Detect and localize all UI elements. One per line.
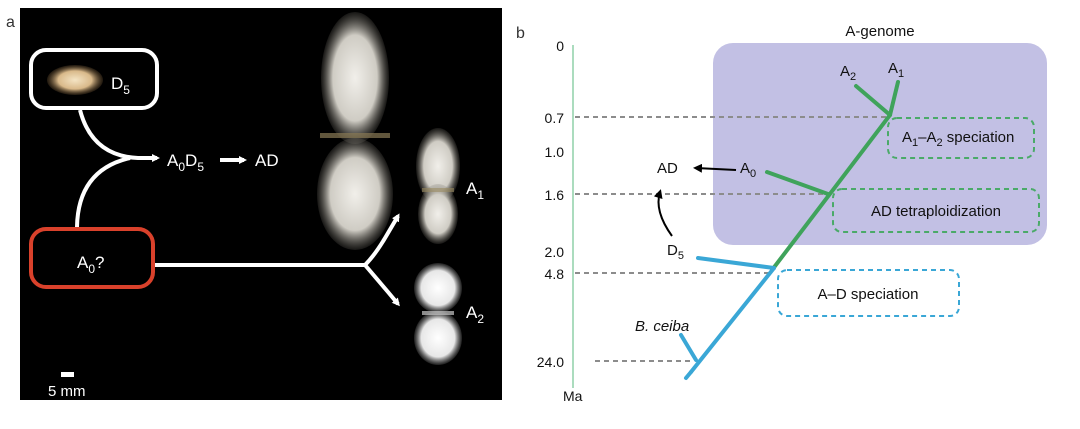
panel-letter-a: a (6, 14, 15, 31)
svg-text:AD tetraploidization: AD tetraploidization (871, 203, 1001, 220)
a-genome-label: A-genome (845, 23, 914, 40)
d5-box (29, 48, 159, 110)
svg-text:A–D speciation: A–D speciation (818, 286, 919, 303)
d5-to-a0d5-arrow (78, 109, 160, 162)
root-stub (684, 370, 693, 380)
svg-text:A1–A2 speciation: A1–A2 speciation (902, 129, 1014, 149)
tick-label: 0.7 (545, 110, 565, 126)
leaf-a2: A2 (840, 63, 856, 83)
ceiba-branch (679, 333, 698, 362)
a0-label: A0? (77, 253, 105, 276)
tick-label: 1.6 (545, 187, 565, 203)
d5-label: D5 (111, 74, 130, 97)
time-guides (575, 116, 888, 362)
leaf-a1: A1 (888, 60, 904, 80)
ad-label: AD (255, 151, 279, 170)
a1-fiber-image (416, 128, 460, 244)
panel-letter-b: b (516, 25, 525, 42)
a1-branch (888, 80, 900, 117)
a0d5-label: A0D5 (167, 151, 204, 174)
tick-label: 2.0 (545, 244, 565, 260)
scale-bar (61, 372, 74, 377)
event-ad-speciation: A–D speciation (777, 269, 960, 317)
panel-a-figure: D5 A0? A0D5 AD A1 (29, 12, 484, 400)
event-ad-tetraploidization: AD tetraploidization (832, 188, 1040, 233)
a0-to-a0d5-line (75, 156, 131, 228)
d-lineage-branch (689, 266, 776, 374)
leaf-ad: AD (657, 160, 678, 177)
a0-branch (765, 170, 830, 196)
tick-label: 1.0 (545, 144, 565, 160)
panel-a-photo: D5 A0? A0D5 AD A1 (20, 8, 502, 400)
a-genome-region (713, 43, 1047, 245)
a2-fiber-image (414, 263, 462, 365)
axis-unit: Ma (563, 388, 583, 404)
a0-box (29, 227, 155, 289)
axis-ticks: 0 0.7 1.0 1.6 2.0 4.8 24.0 (537, 38, 564, 370)
leaf-d5: D5 (667, 242, 684, 262)
ad-fiber-image (317, 12, 393, 250)
phylogeny-tree (679, 80, 900, 380)
d5-fiber-image (47, 65, 103, 95)
a1-label: A1 (466, 179, 484, 202)
d5-to-ad-arrow (653, 189, 673, 237)
panel-b-phylogeny: b A-genome 0 0.7 1.0 1.6 2.0 4.8 24.0 Ma (510, 0, 1080, 429)
leaf-a0: A0 (740, 160, 756, 180)
leaf-ceiba: B. ceiba (635, 318, 689, 335)
a-lineage-branch (770, 113, 892, 272)
tick-label: 4.8 (545, 266, 565, 282)
a2-branch (854, 84, 892, 117)
scale-bar-label: 5 mm (48, 383, 86, 400)
tick-label: 0 (556, 38, 564, 54)
d5-branch (696, 256, 776, 270)
phylogeny-svg: b A-genome 0 0.7 1.0 1.6 2.0 4.8 24.0 Ma (516, 23, 1047, 404)
a0-to-ad-arrow (693, 163, 737, 173)
a2-label: A2 (466, 303, 484, 326)
tick-label: 24.0 (537, 354, 564, 370)
event-a1a2-speciation: A1–A2 speciation (887, 117, 1035, 159)
split-to-a2-arrow (363, 263, 400, 307)
split-to-a1-arrow (363, 213, 400, 267)
